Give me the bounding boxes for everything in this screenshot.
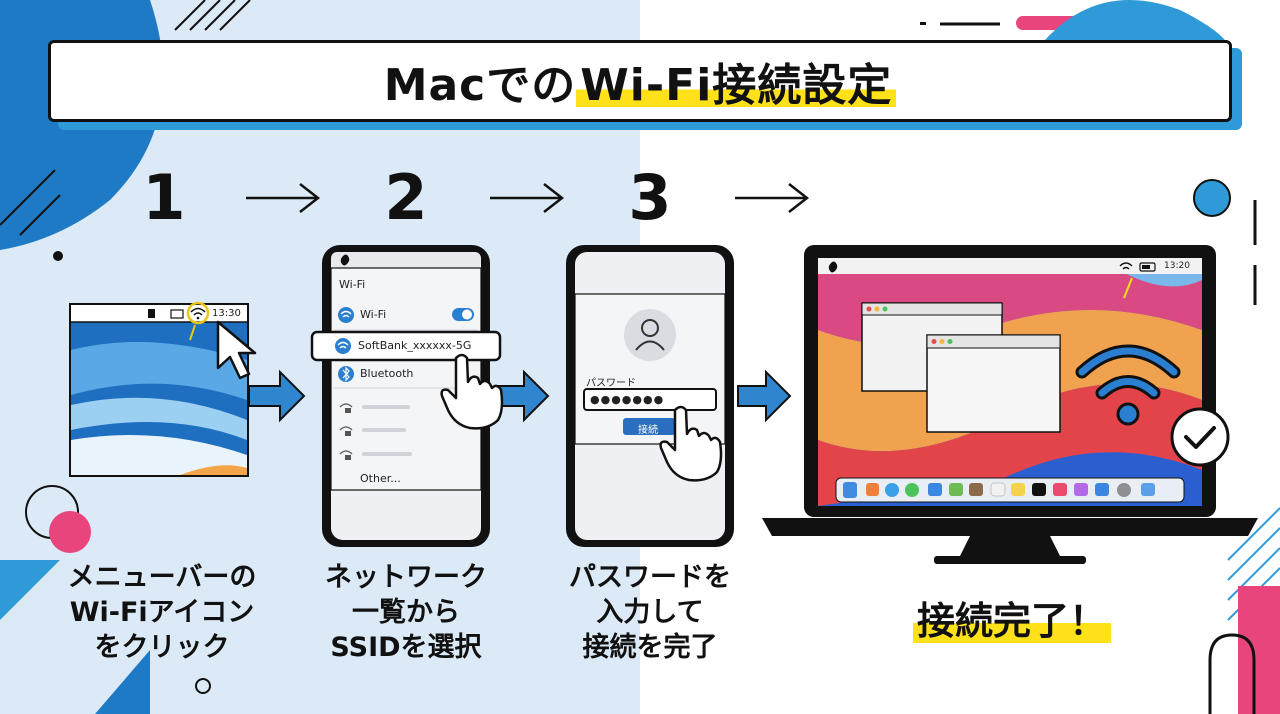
top-left-stripes — [174, 0, 251, 31]
selected-network-name[interactable]: SoftBank_xxxxxx-5G — [358, 339, 472, 352]
hand-pointer-icon-2 — [659, 405, 723, 482]
flow-arrows — [248, 369, 792, 423]
password-field[interactable] — [583, 388, 717, 411]
mac-menubar-clock: 13:20 — [1164, 261, 1190, 271]
step2-caption-line3: SSIDを選択 — [330, 632, 482, 664]
screen2-phone — [310, 245, 504, 547]
step2-caption: ネットワーク 一覧から SSIDを選択 — [281, 560, 531, 665]
title-highlight: Wi-Fi接続設定 — [576, 60, 897, 111]
check-badge-icon — [1170, 407, 1230, 467]
blue-circle-decoration — [1193, 179, 1231, 217]
other-networks-label[interactable]: Other... — [360, 472, 401, 485]
monitor-stand — [960, 536, 1060, 556]
step1-caption: メニューバーの Wi-Fiアイコン をクリック — [37, 560, 287, 665]
step-number-3: 3 — [628, 161, 672, 234]
step3-caption-line3: 接続を完了 — [582, 632, 718, 664]
connect-button-label[interactable]: 接続 — [638, 425, 658, 436]
step2-caption-line1: ネットワーク — [325, 562, 487, 593]
step1-caption-line3: をクリック — [94, 632, 230, 664]
step3-caption-line2: 入力して — [596, 597, 704, 629]
dock-icons — [843, 482, 1155, 498]
step2-caption-line2: 一覧から — [352, 597, 460, 629]
step1-caption-line1: メニューバーの — [67, 562, 257, 593]
hand-pointer-icon — [440, 353, 504, 430]
step-number-1: 1 — [142, 161, 186, 234]
wifi-row-label: Wi-Fi — [360, 308, 387, 321]
completion-caption: 接続完了！ — [862, 590, 1162, 645]
step-arrows — [246, 183, 810, 213]
step1-caption-line2: Wi-Fiアイコン — [69, 597, 255, 629]
step3-caption-line1: パスワードを — [569, 562, 731, 593]
password-value: ●●●●●●● — [590, 393, 665, 406]
page-title: MacでのWi-Fi接続設定 — [384, 49, 897, 113]
pink-circle-decoration — [49, 511, 91, 553]
step-number-2: 2 — [384, 161, 428, 234]
connect-button[interactable] — [623, 418, 675, 435]
menubar-clock: 13:30 — [212, 308, 241, 319]
wifi-panel-header: Wi-Fi — [339, 278, 366, 291]
password-label: パスワード — [586, 378, 636, 389]
screen3-phone — [566, 245, 734, 547]
selected-network-highlight — [310, 330, 502, 362]
screen4-mac — [762, 245, 1258, 564]
screen1-desktop — [69, 301, 257, 477]
title-box: MacでのWi-Fi接続設定 — [48, 40, 1232, 122]
laptop-base — [762, 518, 1258, 536]
step3-caption: パスワードを 入力して 接続を完了 — [525, 560, 775, 665]
bluetooth-row-label[interactable]: Bluetooth — [360, 367, 414, 380]
cursor-arrow-icon — [216, 320, 257, 380]
title-prefix: Macでの — [383, 60, 577, 111]
completion-text: 接続完了！ — [912, 599, 1111, 643]
dot-decoration — [53, 251, 63, 261]
